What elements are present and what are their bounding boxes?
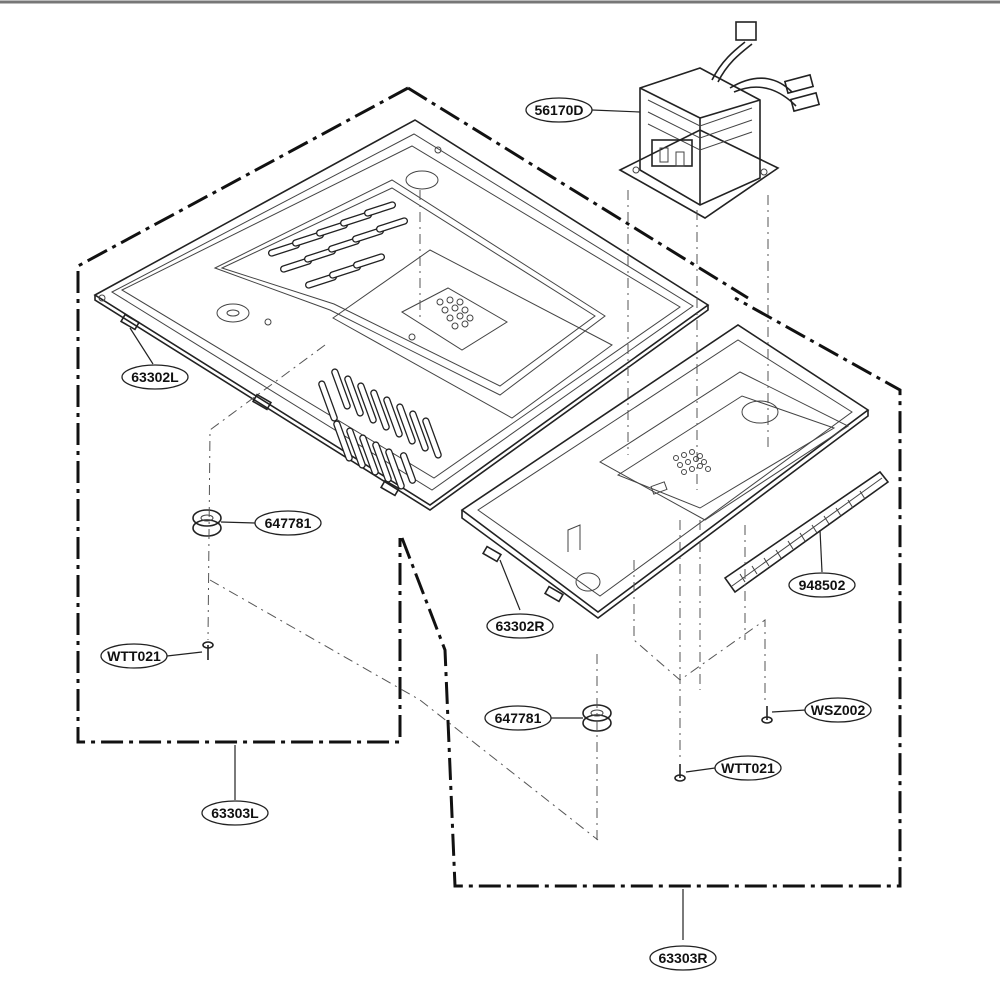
svg-text:WTT021: WTT021: [107, 648, 161, 664]
guide-lines: [207, 190, 769, 841]
screw-wsz002: [761, 706, 773, 724]
rail-teeth: [739, 490, 866, 583]
top-vent-slots: [267, 201, 409, 289]
svg-text:63302R: 63302R: [495, 618, 544, 634]
svg-text:647781: 647781: [265, 515, 312, 531]
screw-left: [202, 641, 214, 660]
transformer: [618, 21, 821, 219]
label-647781-left: 647781: [254, 510, 322, 536]
side-vent-slots: [318, 368, 442, 490]
label-63302L: 63302L: [121, 364, 189, 390]
svg-text:647781: 647781: [495, 710, 542, 726]
left-base-plate: [93, 119, 710, 511]
leader-lines: [129, 109, 823, 940]
right-base-plate: [460, 324, 870, 619]
svg-text:56170D: 56170D: [534, 102, 583, 118]
label-56170D: 56170D: [525, 97, 593, 123]
label-63303L: 63303L: [201, 800, 269, 826]
svg-text:63302L: 63302L: [131, 369, 179, 385]
right-assembly-outline: [400, 296, 902, 888]
label-948502: 948502: [788, 572, 856, 598]
label-63303R: 63303R: [649, 945, 717, 971]
rail-948502: [723, 470, 890, 594]
svg-text:948502: 948502: [799, 577, 846, 593]
right-vent-dots: [673, 449, 711, 475]
grommet-left: [192, 509, 222, 537]
svg-text:63303R: 63303R: [658, 950, 707, 966]
left-assembly-outline: [76, 86, 749, 744]
vent-dots: [436, 296, 474, 330]
svg-text:WSZ002: WSZ002: [811, 702, 866, 718]
svg-text:WTT021: WTT021: [721, 760, 775, 776]
label-WTT021-right: WTT021: [714, 755, 782, 781]
label-WSZ002: WSZ002: [804, 697, 872, 723]
label-63302R: 63302R: [486, 613, 554, 639]
label-WTT021-left: WTT021: [100, 643, 168, 669]
screw-wtt021-right: [674, 764, 686, 782]
svg-text:63303L: 63303L: [211, 805, 259, 821]
label-647781-right: 647781: [484, 705, 552, 731]
